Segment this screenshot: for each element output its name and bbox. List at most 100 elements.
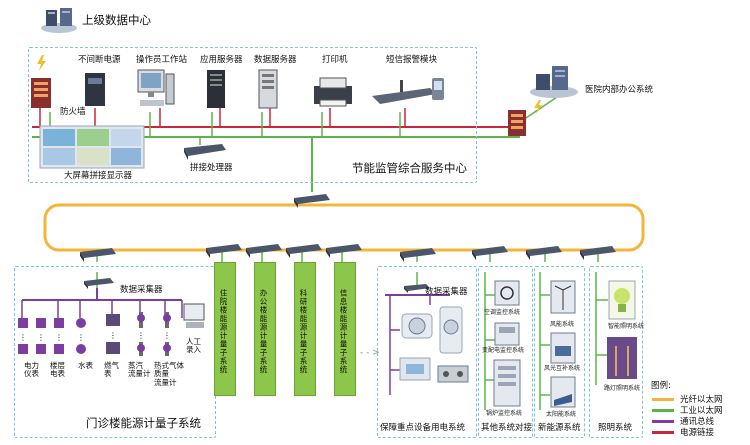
- splice-processor-icon: [182, 140, 228, 162]
- lab-device-icon: [436, 360, 470, 386]
- info-subsystem-label: 信息楼能源计量子系统: [339, 289, 348, 374]
- smart-lighting-label: 智能照明系统: [608, 323, 645, 330]
- firewall-right-icon: [506, 108, 528, 138]
- new-energy-title: 新能源系统: [538, 423, 581, 433]
- svg-text:⋮: ⋮: [137, 331, 145, 340]
- lighting-box: [589, 266, 643, 438]
- key-equipment-title: 保障重点设备用电系统: [380, 423, 466, 433]
- svg-text:⋮: ⋮: [77, 333, 85, 342]
- printer-label: 打印机: [322, 55, 348, 65]
- ac-control-label: 空调监控系统: [484, 309, 521, 316]
- thermal-gas-meter-icon: ⋮: [158, 312, 176, 356]
- video-wall-icon: [38, 124, 146, 170]
- firewall-icon: [28, 76, 54, 110]
- svg-text:- - >: - - >: [360, 348, 380, 358]
- hybrid-icon: [550, 332, 576, 364]
- firewall-label: 防火墙: [60, 107, 86, 117]
- ac-control-icon: [494, 280, 520, 306]
- meter-label-thermal: 热式气体 质量 流量计: [154, 361, 184, 387]
- inpatient-subsystem-bar: 住院楼能源计量子系统: [214, 262, 236, 396]
- floor-meter-icon: ⋮: [52, 318, 66, 354]
- db-server-icon: [256, 68, 280, 110]
- gas-meter-icon: ⋮: [104, 312, 122, 356]
- top-data-center-label: 上级数据中心: [82, 13, 151, 27]
- info-subsystem-bar: 信息楼能源计量子系统: [334, 262, 356, 396]
- solar-icon: [550, 376, 576, 408]
- printer-icon: [310, 74, 356, 108]
- switch-new-energy-icon: [524, 244, 564, 262]
- meter-label-gas: 燃气 表: [104, 361, 119, 379]
- sms-modem-icon: [370, 78, 450, 106]
- new-energy-box: [534, 266, 585, 438]
- hybrid-label: 风光互补系统: [544, 365, 581, 372]
- wind-label: 风能系统: [550, 321, 575, 328]
- db-server-label: 数据服务器: [254, 55, 297, 65]
- app-server-label: 应用服务器: [200, 55, 243, 65]
- legend-label-fiber: 光纤以太网: [680, 395, 723, 405]
- workstation-label: 操作员工作站: [136, 55, 188, 65]
- other-systems-box: [478, 266, 533, 438]
- lightning-right-icon: [532, 100, 544, 114]
- collector-key-icon: [402, 282, 432, 294]
- power-distribution-label: 变配电监控系统: [482, 347, 525, 354]
- switch-key-equipment-icon: [398, 246, 438, 264]
- switch-office-icon: [244, 242, 284, 260]
- svg-text:⋮: ⋮: [109, 331, 117, 340]
- key-equipment-box: [377, 266, 477, 438]
- hospital-office-label: 医院内部办公系统: [585, 85, 654, 95]
- lighting-title: 照明系统: [598, 423, 633, 433]
- svg-text:⋮: ⋮: [55, 333, 63, 342]
- ups-icon: [82, 70, 108, 108]
- manual-input-icon: [182, 302, 208, 330]
- splice-processor-label: 拼接处理器: [190, 163, 233, 173]
- legend-swatch-industrial: [652, 409, 674, 412]
- manual-input-label: 人工 录入: [186, 337, 201, 355]
- water-meter-icon: ⋮: [74, 318, 88, 354]
- office-subsystem-bar: 办公楼能源计量子系统: [254, 262, 276, 396]
- wind-icon: [550, 280, 576, 314]
- power-meter-2-icon: ⋮: [34, 318, 48, 354]
- street-lighting-icon: [606, 336, 638, 380]
- meter-label-power: 电力 仪表: [24, 361, 39, 379]
- meter-label-steam: 蒸汽 流量计: [128, 361, 151, 379]
- office-building-icon: [528, 62, 580, 100]
- boiler-label: 锅炉监控系统: [486, 410, 523, 417]
- collector-outpatient-label: 数据采集器: [120, 285, 163, 295]
- ct-scanner-icon: [400, 310, 434, 342]
- steam-meter-icon: ⋮: [132, 312, 150, 356]
- svg-text:⋮: ⋮: [163, 331, 171, 340]
- sms-alarm-label: 短信报警模块: [386, 55, 438, 65]
- switch-inpatient-icon: [204, 242, 244, 260]
- core-switch-icon: [292, 192, 332, 210]
- legend-swatch-power: [652, 431, 674, 434]
- power-distribution-icon: [494, 322, 520, 346]
- app-server-icon: [204, 68, 228, 110]
- legend-label-bus: 通讯总线: [680, 417, 715, 427]
- power-meter-1-icon: ⋮: [16, 318, 30, 354]
- service-center-box: [28, 47, 477, 183]
- legend-title: 图例:: [651, 381, 671, 391]
- legend-label-power: 电源链接: [680, 428, 715, 438]
- meter-label-floor: 楼层 电表: [50, 361, 65, 379]
- workstation-icon: [136, 68, 176, 110]
- street-lighting-label: 路灯照明系统: [604, 385, 641, 392]
- mri-machine-icon: [438, 305, 464, 355]
- outpatient-title: 门诊楼能源计量子系统: [86, 416, 201, 430]
- switch-lighting-icon: [578, 244, 618, 262]
- ups-label: 不间断电源: [78, 55, 121, 65]
- xray-machine-icon: [398, 354, 432, 384]
- svg-text:⋮: ⋮: [37, 333, 45, 342]
- other-systems-title: 其他系统对接: [481, 423, 533, 433]
- research-subsystem-bar: 科研楼能源计量子系统: [294, 262, 316, 396]
- lightning-icon: [34, 55, 48, 71]
- inpatient-subsystem-label: 住院楼能源计量子系统: [219, 289, 228, 374]
- collector-key-label: 数据采集器: [425, 287, 468, 297]
- smart-lighting-icon: [608, 280, 636, 320]
- meter-label-water: 水表: [78, 361, 93, 370]
- svg-text:⋮: ⋮: [19, 333, 27, 342]
- switch-outpatient-icon: [78, 246, 118, 264]
- office-subsystem-label: 办公楼能源计量子系统: [259, 289, 268, 374]
- solar-label: 太阳能系统: [546, 411, 577, 418]
- service-center-label: 节能监管综合服务中心: [352, 161, 467, 175]
- legend-swatch-fiber: [652, 398, 674, 401]
